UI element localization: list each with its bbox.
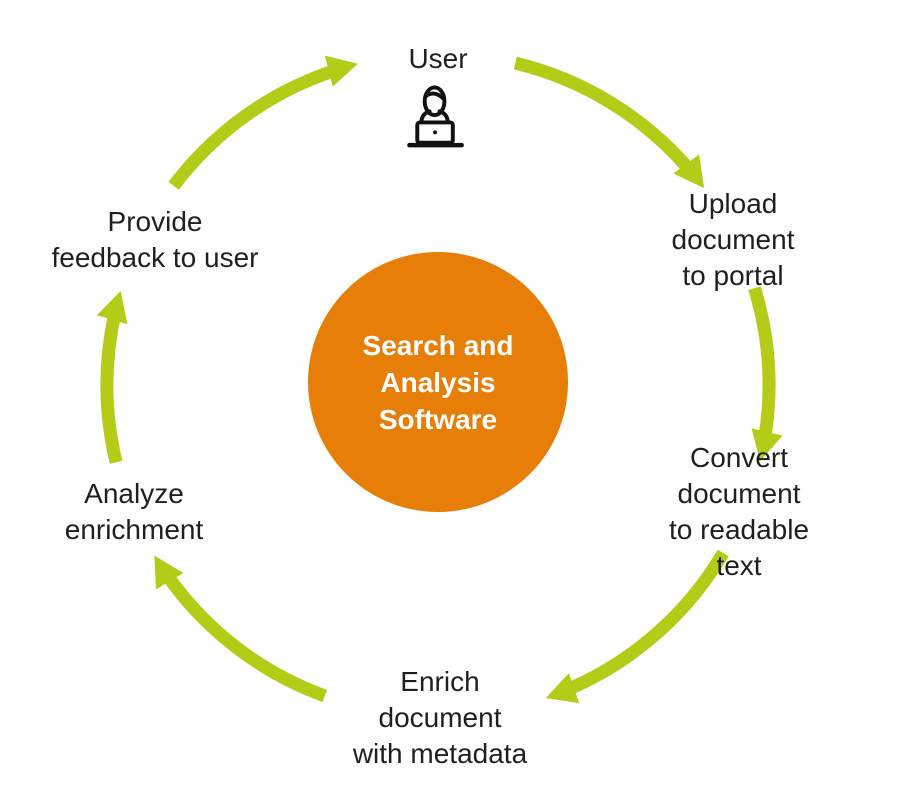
step-label-analyze-enrichment: Analyze enrichment: [64, 478, 204, 545]
center-node: Search and Analysis Software: [308, 252, 568, 512]
step-label-enrich-document: Enrich document with metadata: [352, 666, 528, 769]
step-label-convert-document: Convert document to readable text: [668, 442, 810, 581]
arrow-user-to-upload: [513, 56, 705, 189]
step-label-user: User: [408, 43, 468, 74]
arrow-enrich-to-analyze: [154, 555, 328, 703]
arrow-provide-to-user: [168, 55, 358, 190]
step-label-provide-feedback: Provide feedback to user: [51, 206, 259, 273]
step-label-upload-document: Upload document to portal: [671, 188, 795, 291]
arrow-upload-to-convert: [748, 286, 783, 462]
arrow-analyze-to-provide: [96, 291, 128, 464]
arrow-convert-to-enrich: [545, 549, 729, 704]
person-at-laptop-icon: [407, 85, 464, 148]
center-node-label: Search and Analysis Software: [362, 329, 514, 435]
